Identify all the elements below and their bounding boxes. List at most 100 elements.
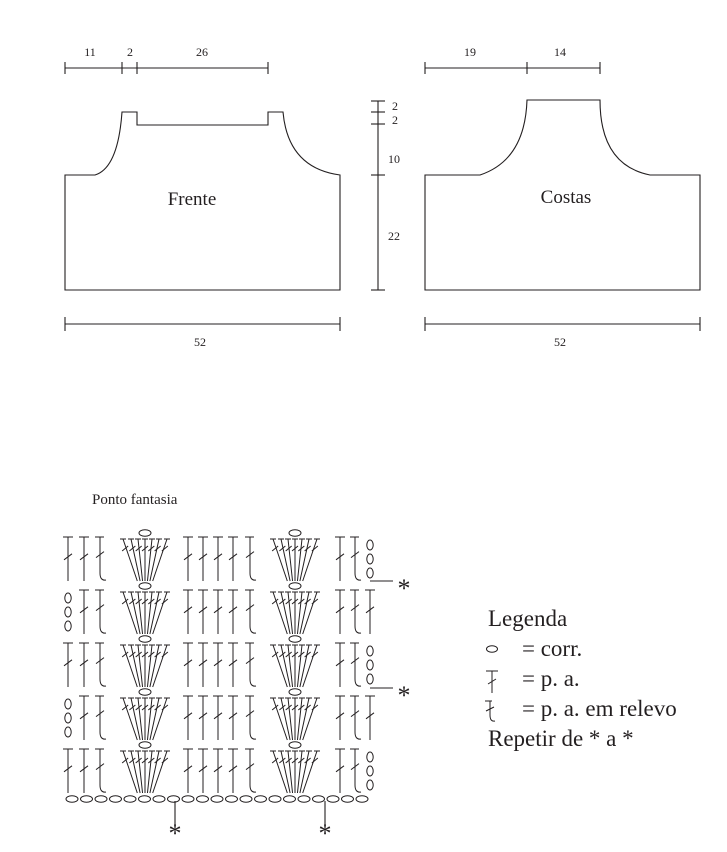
fan-stitch <box>291 757 299 764</box>
double-crochet-stitch <box>198 712 208 720</box>
chain-stitch <box>288 582 302 590</box>
double-crochet-stitch <box>228 606 238 614</box>
double-crochet-stitch <box>198 765 208 773</box>
fan-stitch <box>121 704 129 711</box>
chain-stitch <box>64 698 72 710</box>
double-crochet-stitch <box>63 553 73 561</box>
relief-double-crochet-stitch <box>99 731 107 740</box>
fan-stitch <box>291 651 299 658</box>
double-crochet-stitch <box>365 712 375 720</box>
fan-stitch <box>149 591 160 635</box>
double-crochet-stitch <box>79 553 89 561</box>
fan-stitch <box>146 750 153 794</box>
relief-double-crochet-stitch <box>99 625 107 634</box>
fan-stitch <box>149 750 160 794</box>
relief-double-crochet-stitch <box>99 678 107 687</box>
fan-stitch <box>161 651 169 658</box>
fan-stitch <box>311 598 319 605</box>
chain-stitch <box>366 765 374 777</box>
fan-stitch <box>137 697 144 741</box>
fan-stitch <box>129 545 136 552</box>
double-crochet-stitch <box>213 553 223 561</box>
double-crochet-stitch <box>183 553 193 561</box>
fan-stitch <box>299 644 310 688</box>
relief-double-crochet-stitch <box>350 657 360 664</box>
relief-double-crochet-stitch <box>249 784 257 793</box>
double-crochet-stitch <box>183 712 193 720</box>
fan-stitch <box>302 644 318 688</box>
chain-stitch <box>109 795 122 803</box>
double-crochet-stitch <box>365 606 375 614</box>
relief-double-crochet-stitch <box>249 731 257 740</box>
fan-stitch <box>311 651 319 658</box>
double-crochet-stitch <box>79 765 89 773</box>
relief-double-crochet-stitch <box>245 710 255 717</box>
fan-stitch <box>279 598 286 605</box>
fan-stitch <box>141 704 149 711</box>
back-top-dimension: 19 14 <box>424 45 601 74</box>
relief-double-crochet-stitch <box>354 572 362 581</box>
relief-double-crochet-stitch <box>245 763 255 770</box>
legend-item-chain: = corr. <box>486 634 634 664</box>
chain-stitch <box>341 795 354 803</box>
fan-stitch <box>296 697 303 741</box>
double-crochet-stitch <box>213 712 223 720</box>
fan-stitch <box>121 651 129 658</box>
fan-stitch <box>135 651 143 658</box>
chain-stitch <box>94 795 108 803</box>
legend-item-relief-dc: = p. a. em relevo <box>485 694 677 724</box>
fan-stitch <box>311 704 319 711</box>
fan-stitch <box>154 704 161 711</box>
double-crochet-stitch <box>183 659 193 667</box>
fan-stitch <box>146 591 153 635</box>
fan-stitch <box>129 704 136 711</box>
fan-stitch <box>149 697 160 741</box>
chain-stitch <box>64 712 72 724</box>
fan-stitch <box>122 591 138 635</box>
chain-stitch <box>138 688 152 696</box>
chart-title: Ponto fantasia <box>92 492 178 508</box>
fan-stitch <box>122 750 138 794</box>
double-crochet-stitch <box>198 606 208 614</box>
fan-stitch <box>154 651 161 658</box>
relief-double-crochet-symbol-icon <box>485 700 496 722</box>
relief-double-crochet-stitch <box>350 551 360 558</box>
relief-double-crochet-stitch <box>95 604 105 611</box>
front-top-dim-1: 11 <box>84 45 96 59</box>
front-top-dim-2: 2 <box>127 45 133 59</box>
chain-stitch <box>64 592 72 604</box>
relief-double-crochet-stitch <box>245 657 255 664</box>
fan-stitch <box>280 697 291 741</box>
double-crochet-stitch <box>335 712 345 720</box>
fan-stitch <box>291 545 299 552</box>
legend-text-chain: = corr. <box>522 636 583 661</box>
fan-stitch <box>304 598 311 605</box>
fan-stitch <box>122 644 138 688</box>
chain-stitch <box>366 751 374 763</box>
chain-stitch <box>297 795 311 803</box>
fan-stitch <box>297 598 305 605</box>
chain-stitch <box>366 673 374 685</box>
relief-double-crochet-stitch <box>350 710 360 717</box>
fan-stitch <box>147 545 155 552</box>
fan-stitch <box>304 545 311 552</box>
double-crochet-stitch <box>335 606 345 614</box>
height-dim-3: 10 <box>388 152 400 166</box>
double-crochet-stitch <box>183 765 193 773</box>
relief-double-crochet-stitch <box>249 572 257 581</box>
fan-stitch <box>161 545 169 552</box>
fan-stitch <box>299 750 310 794</box>
fan-stitch <box>291 598 299 605</box>
fan-stitch <box>129 757 136 764</box>
fan-stitch <box>287 644 294 688</box>
fan-stitch <box>285 545 293 552</box>
fan-stitch <box>296 538 303 582</box>
double-crochet-stitch <box>198 659 208 667</box>
relief-double-crochet-stitch <box>354 625 362 634</box>
chain-stitch <box>366 539 374 551</box>
fan-stitch <box>279 757 286 764</box>
chain-stitch <box>210 795 224 803</box>
front-top-dimension: 11 2 26 <box>64 45 269 74</box>
double-crochet-stitch <box>335 553 345 561</box>
fan-stitch <box>297 757 305 764</box>
